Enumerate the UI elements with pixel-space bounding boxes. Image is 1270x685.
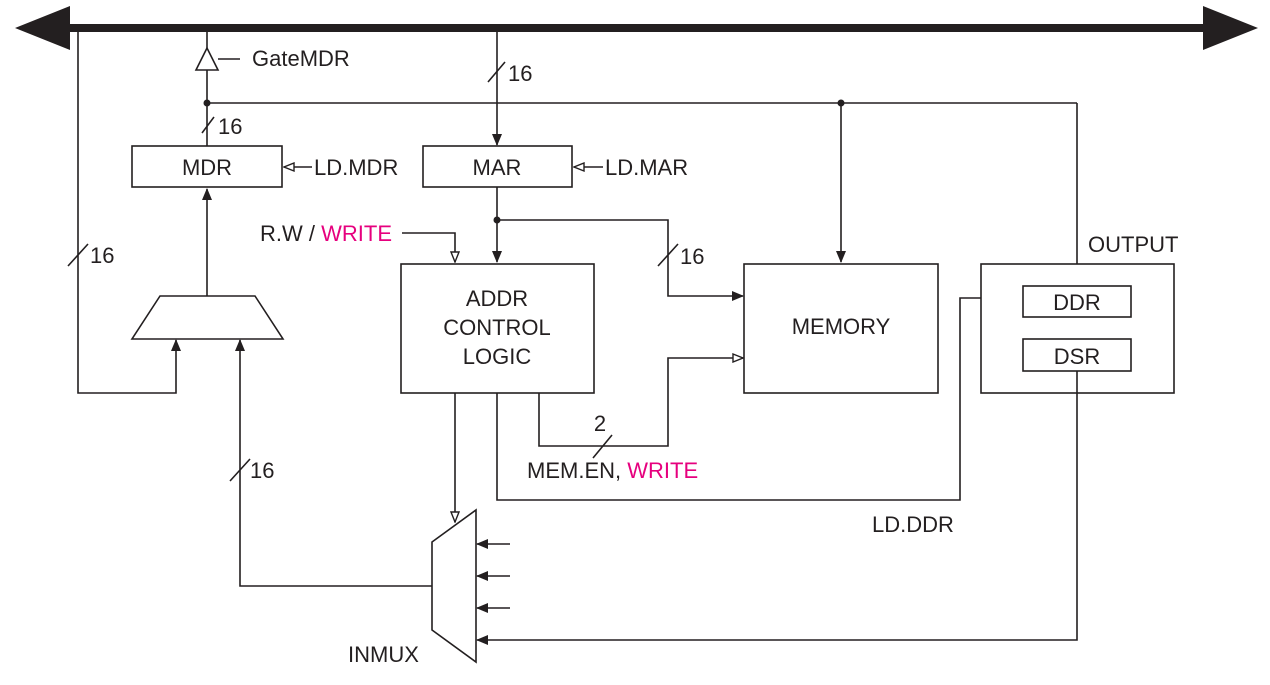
mem-en-write-label: MEM.EN, WRITE xyxy=(527,458,698,483)
bus-to-mar xyxy=(487,32,506,146)
ddr-label: DDR xyxy=(1053,290,1101,315)
mdr-label: MDR xyxy=(182,155,232,180)
width-label-memory-addr: 16 xyxy=(680,244,704,269)
rw-arrow xyxy=(402,232,455,262)
dsr-to-inmux xyxy=(476,371,1078,645)
dsr-label: DSR xyxy=(1054,344,1100,369)
gatemdr-label: GateMDR xyxy=(252,46,350,71)
dsr-register xyxy=(1022,338,1132,372)
width-label-feedback: 16 xyxy=(90,243,114,268)
gatemdr-buffer xyxy=(194,32,240,103)
inmux xyxy=(431,508,477,664)
addr-control-line-3: LOGIC xyxy=(463,344,532,369)
mux-2to1 xyxy=(130,295,285,340)
system-bus xyxy=(15,6,1258,50)
output-label: OUTPUT xyxy=(1088,232,1178,257)
ld-mar-label: LD.MAR xyxy=(605,155,688,180)
rw-label: R.W / xyxy=(260,221,321,246)
bus-right-arrowhead xyxy=(1203,6,1258,50)
width-label-mar: 16 xyxy=(508,61,532,86)
memory-block xyxy=(743,263,939,394)
mar-label: MAR xyxy=(473,155,522,180)
mem-en-write-lines xyxy=(538,358,743,459)
mdr-register xyxy=(131,145,283,188)
rw-write-label: R.W / WRITE xyxy=(260,221,392,246)
mar-outputs xyxy=(492,187,744,301)
ld-ddr-label: LD.DDR xyxy=(872,512,954,537)
addr-control-line-2: CONTROL xyxy=(443,315,551,340)
bus-left-arrowhead xyxy=(15,6,70,50)
write-label: WRITE xyxy=(321,221,392,246)
inmux-to-mux xyxy=(229,339,432,587)
ld-mdr-label: LD.MDR xyxy=(314,155,398,180)
mem-en-label: MEM.EN, xyxy=(527,458,627,483)
mdr-bus-line xyxy=(201,99,1082,287)
inmux-label: INMUX xyxy=(348,642,419,667)
addr-control-line-1: ADDR xyxy=(466,286,528,311)
ddr-register xyxy=(1022,285,1132,318)
width-label-inmux: 16 xyxy=(250,458,274,483)
bus-to-mux-feedback xyxy=(67,32,181,394)
mem-write-label: WRITE xyxy=(627,458,698,483)
memory-label: MEMORY xyxy=(792,314,891,339)
width-label-mdr: 16 xyxy=(218,114,242,139)
width-label-mem-en: 2 xyxy=(594,411,606,436)
